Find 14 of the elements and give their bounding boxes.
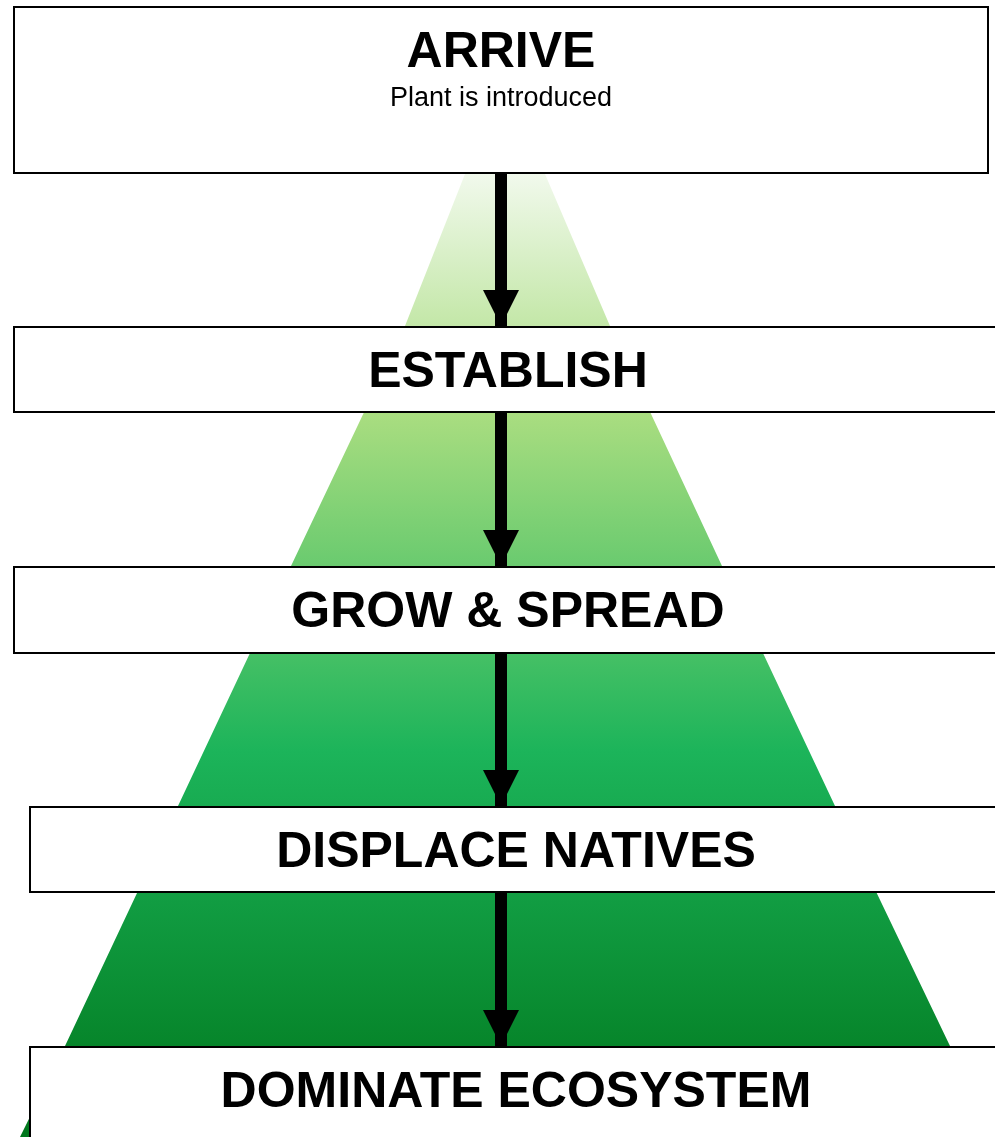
stage-title: ARRIVE bbox=[406, 21, 596, 80]
stage-box bbox=[29, 806, 995, 893]
stage-title: DISPLACE NATIVES bbox=[276, 820, 756, 880]
stage-description: Plant is introduced bbox=[389, 81, 613, 114]
stage-title: GROW & SPREAD bbox=[291, 581, 725, 640]
down-arrow bbox=[483, 893, 519, 1046]
stage-title: ESTABLISH bbox=[368, 340, 648, 400]
down-arrow bbox=[483, 174, 519, 326]
stage-box bbox=[13, 6, 989, 174]
stage-title: DOMINATE ECOSYSTEM bbox=[220, 1061, 812, 1120]
stage-box bbox=[29, 1046, 995, 1137]
stage-box bbox=[13, 326, 995, 413]
stage-box bbox=[13, 566, 995, 654]
down-arrow bbox=[483, 413, 519, 566]
